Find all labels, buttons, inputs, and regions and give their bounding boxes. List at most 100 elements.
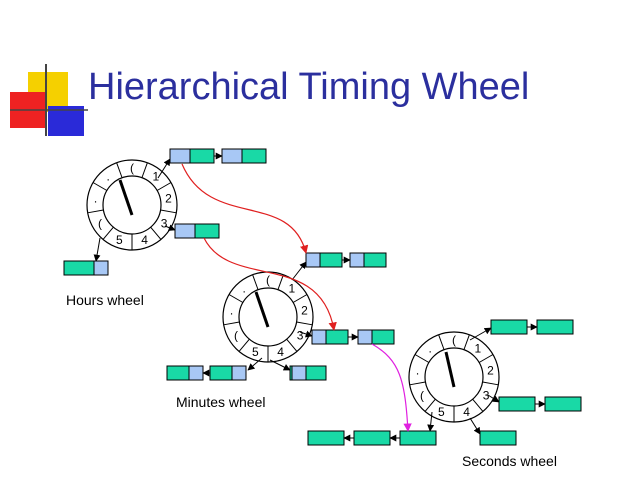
seconds-wheel-clock-hand	[444, 351, 456, 388]
hours-wheel-slot-label: 5	[116, 233, 123, 247]
minutes-wheel-slot-label: .	[230, 304, 233, 318]
seconds-wheel-slot-label: .	[416, 364, 419, 378]
seconds-pointer-5	[427, 411, 435, 432]
minutes-wheel-inner-ring	[238, 287, 298, 347]
minutes-wheel-divider	[238, 338, 250, 352]
seconds-wheel-divider	[482, 381, 499, 386]
cascade-arrow-hours-to-minutes-b	[203, 237, 337, 331]
seconds-wheel-slot-label: 4	[463, 405, 470, 419]
hours-pointer-5	[93, 237, 101, 262]
seconds-wheel-slot-label: (	[452, 333, 456, 347]
seconds-pointer-3	[487, 394, 500, 403]
minutes-wheel-divider	[296, 321, 313, 326]
minutes-node-5b-label-box	[231, 365, 247, 381]
minutes-wheel-slot-label: 4	[277, 345, 284, 359]
seconds-node-5a-body	[307, 430, 345, 446]
minutes-wheel-clock-hand	[254, 291, 270, 328]
minutes-pointer-3	[299, 330, 313, 338]
minutes-pointer-5b	[269, 359, 291, 371]
hours-wheel-clock-hand	[118, 179, 134, 216]
hours-pointer-1	[157, 158, 171, 179]
minutes-node-3a-label-box	[311, 329, 327, 345]
hours-wheel-inner-ring	[102, 175, 162, 235]
hours-pointer-3	[164, 224, 176, 231]
hours-node-5a-body	[63, 260, 95, 276]
hours-node-1b-label-box	[221, 148, 243, 164]
hours-node-3a-label-box	[174, 223, 196, 239]
minutes-wheel-slot-label: (	[266, 273, 270, 287]
seconds-node-1a-body	[490, 319, 528, 335]
seconds-pointer-1	[469, 327, 492, 341]
hours-node-5a-label-box	[93, 260, 109, 276]
hours-wheel-slot-label: .	[107, 170, 110, 184]
seconds-pointer-4	[469, 417, 481, 435]
minutes-wheel-divider	[223, 321, 240, 326]
hours-wheel-divider	[92, 182, 108, 191]
minutes-wheel-slot-label: 5	[252, 345, 259, 359]
minutes-node-5a-label-box	[188, 365, 204, 381]
minutes-pointer-1	[291, 261, 307, 281]
minutes-wheel-divider	[228, 294, 244, 303]
seconds-node-4a-body	[479, 430, 517, 446]
seconds-wheel-divider	[463, 334, 470, 350]
cascade-arrow-hours-to-minutes-a	[181, 163, 309, 254]
hours-wheel-slot-label: 4	[141, 233, 148, 247]
minutes-wheel-divider	[292, 294, 308, 303]
seconds-wheel-slot-label: (	[420, 389, 424, 403]
hours-wheel-slot-label: (	[98, 217, 102, 231]
seconds-wheel-slot-label: .	[429, 342, 432, 356]
hours-node-1b-body	[241, 148, 267, 164]
hours-wheel-divider	[87, 209, 104, 214]
minutes-node-5c-label-box	[291, 365, 307, 381]
seconds-wheel-slot-label: 3	[483, 389, 490, 403]
seconds-wheel-divider	[414, 354, 430, 363]
seconds-wheel-divider	[438, 334, 445, 350]
seconds-wheel-inner-ring	[424, 347, 484, 407]
minutes-wheel-divider	[252, 274, 259, 290]
hours-wheel-divider	[150, 226, 162, 240]
minutes-wheel-slot-label: (	[234, 329, 238, 343]
hours-wheel-slot-label: (	[130, 161, 134, 175]
seconds-wheel-label: Seconds wheel	[462, 453, 557, 469]
hours-wheel-divider	[116, 162, 123, 178]
seconds-node-1b-body	[536, 319, 574, 335]
slide-title: Hierarchical Timing Wheel	[88, 66, 530, 108]
hours-wheel-slot-label: 2	[165, 192, 172, 206]
seconds-node-5b-body	[353, 430, 391, 446]
minutes-pointer-5a	[247, 357, 263, 371]
minutes-node-1a-label-box	[305, 252, 321, 268]
logo-blue-square	[48, 106, 84, 136]
minutes-wheel-slot-label: .	[243, 282, 246, 296]
seconds-node-5c-body	[399, 430, 437, 446]
seconds-wheel-slot-label: 2	[487, 364, 494, 378]
hours-node-1a-body	[189, 148, 215, 164]
hours-wheel-divider	[160, 209, 177, 214]
minutes-node-1b-label-box	[349, 252, 365, 268]
minutes-wheel-slot-label: 2	[301, 304, 308, 318]
minutes-wheel-label: Minutes wheel	[176, 394, 266, 410]
seconds-wheel-slot-label: 1	[474, 342, 481, 356]
seconds-wheel-divider	[424, 398, 436, 412]
hours-node-3a-body	[194, 223, 220, 239]
hours-wheel-slot-label: 3	[161, 217, 168, 231]
minutes-wheel-slot-label: 3	[297, 329, 304, 343]
minutes-wheel-divider	[277, 274, 284, 290]
hours-wheel-label: Hours wheel	[66, 292, 144, 308]
cascade-arrow-minutes-to-seconds	[371, 343, 412, 432]
seconds-wheel-slot-label: 5	[438, 405, 445, 419]
hours-wheel-divider	[156, 182, 172, 191]
seconds-wheel-divider	[472, 398, 484, 412]
minutes-wheel-slot-label: 1	[288, 282, 295, 296]
seconds-node-3b-body	[544, 396, 582, 412]
hours-wheel-divider	[141, 162, 148, 178]
minutes-wheel-divider	[286, 338, 298, 352]
hours-wheel-slot-label: .	[94, 192, 97, 206]
hours-wheel-divider	[102, 226, 114, 240]
seconds-wheel-divider	[409, 381, 426, 386]
seconds-node-3a-body	[498, 396, 536, 412]
hours-node-1a-label-box	[169, 148, 191, 164]
minutes-node-3b-label-box	[357, 329, 373, 345]
